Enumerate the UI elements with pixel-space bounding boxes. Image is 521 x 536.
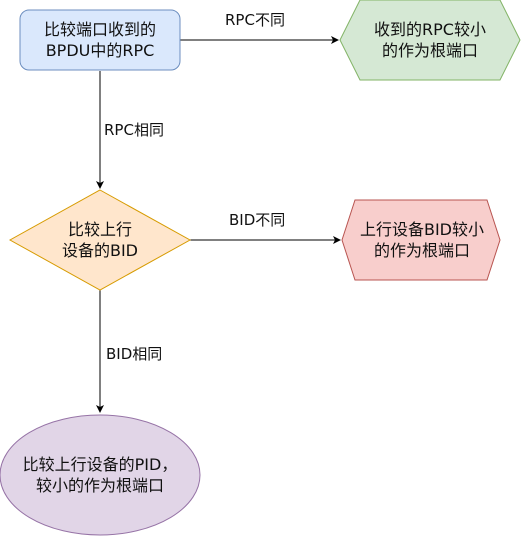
start-process-box [19, 9, 181, 71]
edge-label-bid-same: BID相同 [106, 345, 163, 363]
edge-label-bid-differ: BID不同 [229, 211, 286, 229]
bid-decision-label: 比较上行 设备的BID [61, 220, 139, 260]
pid-result-ellipse [0, 414, 201, 536]
bid-result-hexagon [341, 199, 501, 281]
start-process-label: 比较端口收到的 BPDU中的RPC [43, 20, 156, 60]
edge-label-rpc-differ: RPC不同 [225, 11, 285, 29]
edge-label-rpc-same: RPC相同 [104, 121, 164, 139]
rpc-result-label: 收到的RPC较小 的作为根端口 [374, 20, 486, 60]
bid-result-label: 上行设备BID较小 的作为根端口 [359, 220, 485, 260]
bid-decision-diamond [8, 189, 192, 291]
rpc-result-hexagon [339, 0, 521, 81]
pid-result-label: 比较上行设备的PID， 较小的作为根端口 [22, 455, 178, 495]
